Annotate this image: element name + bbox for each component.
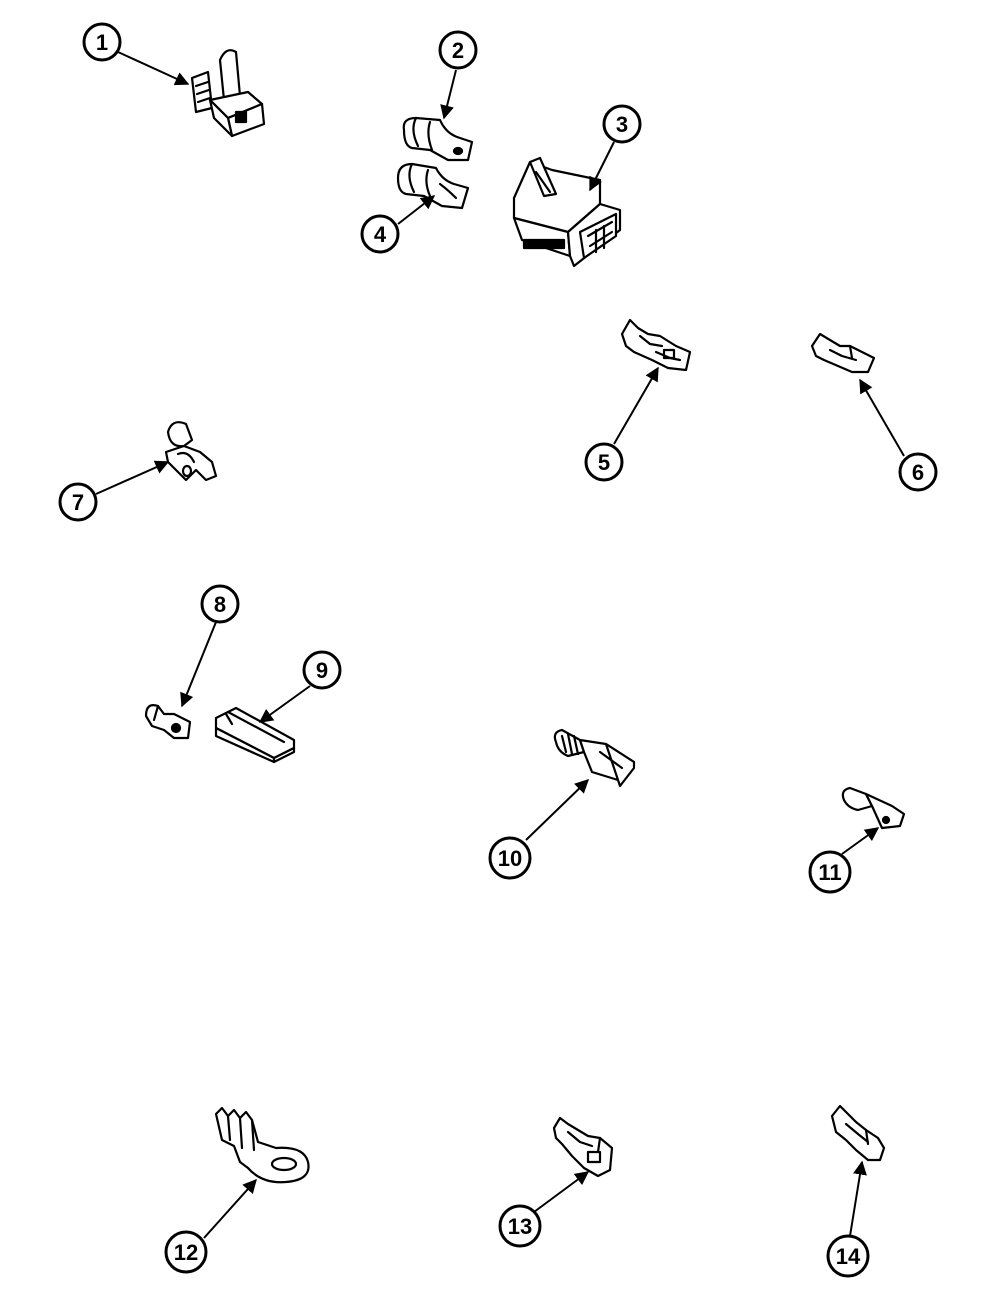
part-11-quick-disconnect (841, 786, 906, 830)
svg-text:11: 11 (818, 860, 841, 885)
leader-7 (95, 460, 170, 495)
leader-3 (589, 141, 615, 192)
part-12-ring-terminal (214, 1106, 310, 1184)
part-4-terminal (396, 162, 470, 210)
leader-10 (525, 779, 590, 841)
svg-text:9: 9 (316, 658, 328, 683)
svg-text:2: 2 (452, 38, 464, 63)
part-14-crimp-terminal (830, 1104, 886, 1162)
callout-7: 7 (58, 482, 98, 522)
svg-text:8: 8 (214, 592, 226, 617)
leader-13 (533, 1171, 590, 1213)
part-1-connector-housing (190, 49, 266, 138)
callout-2: 2 (438, 30, 478, 70)
leader-5 (613, 366, 659, 445)
svg-text:3: 3 (616, 112, 628, 137)
leader-2 (440, 69, 457, 120)
leader-8 (180, 621, 217, 708)
leader-6 (859, 378, 905, 457)
callout-3: 3 (602, 104, 642, 144)
callout-14: 14 (826, 1234, 870, 1278)
callout-9: 9 (302, 650, 342, 690)
callout-10: 10 (488, 836, 532, 880)
part-10-insulated-terminal (553, 728, 636, 788)
callout-1: 1 (82, 22, 122, 62)
callout-5: 5 (584, 442, 624, 482)
part-2-terminal (402, 116, 474, 162)
svg-text:10: 10 (498, 846, 522, 871)
svg-text:6: 6 (912, 460, 924, 485)
callout-12: 12 (164, 1230, 208, 1274)
leader-4 (397, 195, 436, 225)
callout-8: 8 (200, 584, 240, 624)
part-7-connector (164, 421, 218, 482)
leader-11 (841, 827, 880, 855)
part-3-connector-block (512, 156, 622, 268)
part-8-clip-terminal (144, 704, 192, 740)
svg-text:12: 12 (174, 1240, 198, 1265)
callout-11: 11 (808, 850, 852, 894)
callout-6: 6 (898, 452, 938, 492)
svg-text:4: 4 (374, 222, 387, 247)
svg-text:5: 5 (598, 450, 610, 475)
leader-14 (849, 1160, 867, 1237)
part-5-crimp-terminal (620, 318, 692, 372)
svg-text:14: 14 (836, 1244, 861, 1269)
svg-text:13: 13 (508, 1214, 532, 1239)
callout-4: 4 (360, 214, 400, 254)
part-13-crimp-terminal (552, 1116, 614, 1178)
callout-13: 13 (498, 1204, 542, 1248)
leader-9 (258, 685, 311, 723)
svg-text:1: 1 (96, 30, 108, 55)
svg-text:7: 7 (72, 490, 84, 515)
part-9-housing-bar (214, 706, 296, 764)
part-6-crimp-terminal (810, 332, 876, 374)
leader-1 (117, 51, 190, 86)
leader-12 (203, 1178, 257, 1239)
